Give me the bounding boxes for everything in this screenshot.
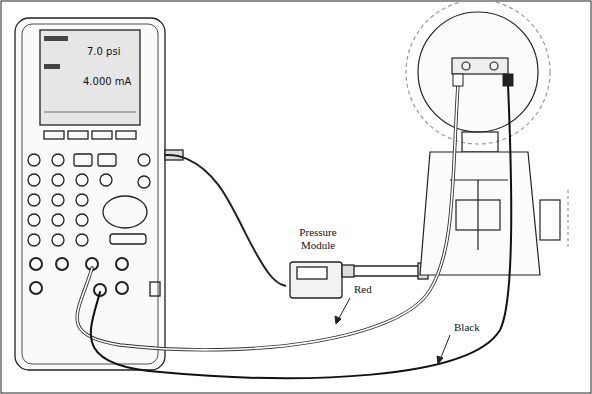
test-leads-part <box>77 84 458 350</box>
calibrator <box>15 18 183 370</box>
transmitter <box>406 0 568 275</box>
calibrator-part <box>116 258 128 270</box>
test-leads-part <box>91 84 511 378</box>
transmitter-part <box>490 62 498 70</box>
calibrator-part <box>30 282 42 294</box>
transmitter-part <box>452 58 508 74</box>
calibrator-part <box>28 234 40 246</box>
leader-lines-part <box>437 356 443 364</box>
leader-lines-part <box>440 335 450 360</box>
calibrator-part <box>44 112 136 113</box>
calibrator-part <box>52 174 64 186</box>
calibrator-part <box>44 64 60 69</box>
calibrator-part <box>44 36 68 41</box>
calibrator-part <box>40 30 140 125</box>
calibrator-part <box>100 174 112 186</box>
pressure-module <box>290 262 428 298</box>
current-reading: 4.000 mA <box>83 76 131 88</box>
cable-connector <box>165 155 286 286</box>
test-leads-part <box>77 84 458 350</box>
pressure-module-part <box>297 267 327 279</box>
calibrator-part <box>52 234 64 246</box>
calibrator-part <box>138 176 150 188</box>
calibrator-part <box>110 234 146 244</box>
pressure-module: Pressure Module <box>286 226 353 302</box>
pressure-reading: 7.0 psi <box>87 46 120 58</box>
test-leads-part <box>453 74 463 86</box>
test-leads-part <box>503 74 513 86</box>
wire-label: Red <box>352 283 374 295</box>
calibrator-part <box>150 282 160 296</box>
calibrator-part <box>76 234 88 246</box>
calibrator-part <box>74 154 92 166</box>
calibrator-part <box>138 154 150 166</box>
calibrator-part <box>52 214 64 226</box>
leader-lines <box>335 298 450 364</box>
calibrator-part <box>28 194 40 206</box>
calibrator-part <box>98 154 116 166</box>
transmitter-part <box>540 200 560 240</box>
calibrator-part <box>76 194 88 206</box>
transmitter-part <box>477 180 478 250</box>
transmitter-part <box>406 0 550 144</box>
transmitter-part <box>567 190 568 250</box>
transmitter-part <box>456 200 500 230</box>
calibrator-part <box>76 214 88 226</box>
transmitter-part <box>418 12 538 132</box>
calibrator-part <box>30 258 42 270</box>
leader-lines-part <box>338 298 350 320</box>
pressure-module-part <box>342 265 354 277</box>
calibrator-part <box>28 214 40 226</box>
pressure-module-part <box>290 262 342 298</box>
wire-label: Black <box>452 321 482 333</box>
calibrator-part <box>52 154 64 166</box>
calibrator-part <box>68 131 88 139</box>
calibrator-part <box>52 194 64 206</box>
transmitter-part <box>462 62 470 70</box>
calibrator-part <box>116 282 128 294</box>
calibrator-body: 7.0 psi 4.000 mA <box>15 18 165 370</box>
leader-lines-part <box>335 316 341 324</box>
calibrator-part <box>92 131 112 139</box>
calibrator-part <box>116 131 136 139</box>
calibrator-part <box>44 131 64 139</box>
calibrator-part <box>22 24 158 364</box>
calibrator-part <box>76 174 88 186</box>
transmitter-part <box>420 152 540 275</box>
calibrator-part <box>103 196 147 228</box>
transmitter-part <box>450 179 508 180</box>
calibrator-part <box>15 18 165 370</box>
pressure-module-part <box>354 265 425 266</box>
calibrator-part <box>56 258 68 270</box>
calibrator-part <box>28 154 40 166</box>
pressure-module-part <box>354 275 425 276</box>
calibrator-part <box>28 174 40 186</box>
transmitter-part <box>462 132 498 152</box>
test-leads <box>77 74 513 378</box>
module-label: Pressure Module <box>286 226 350 251</box>
